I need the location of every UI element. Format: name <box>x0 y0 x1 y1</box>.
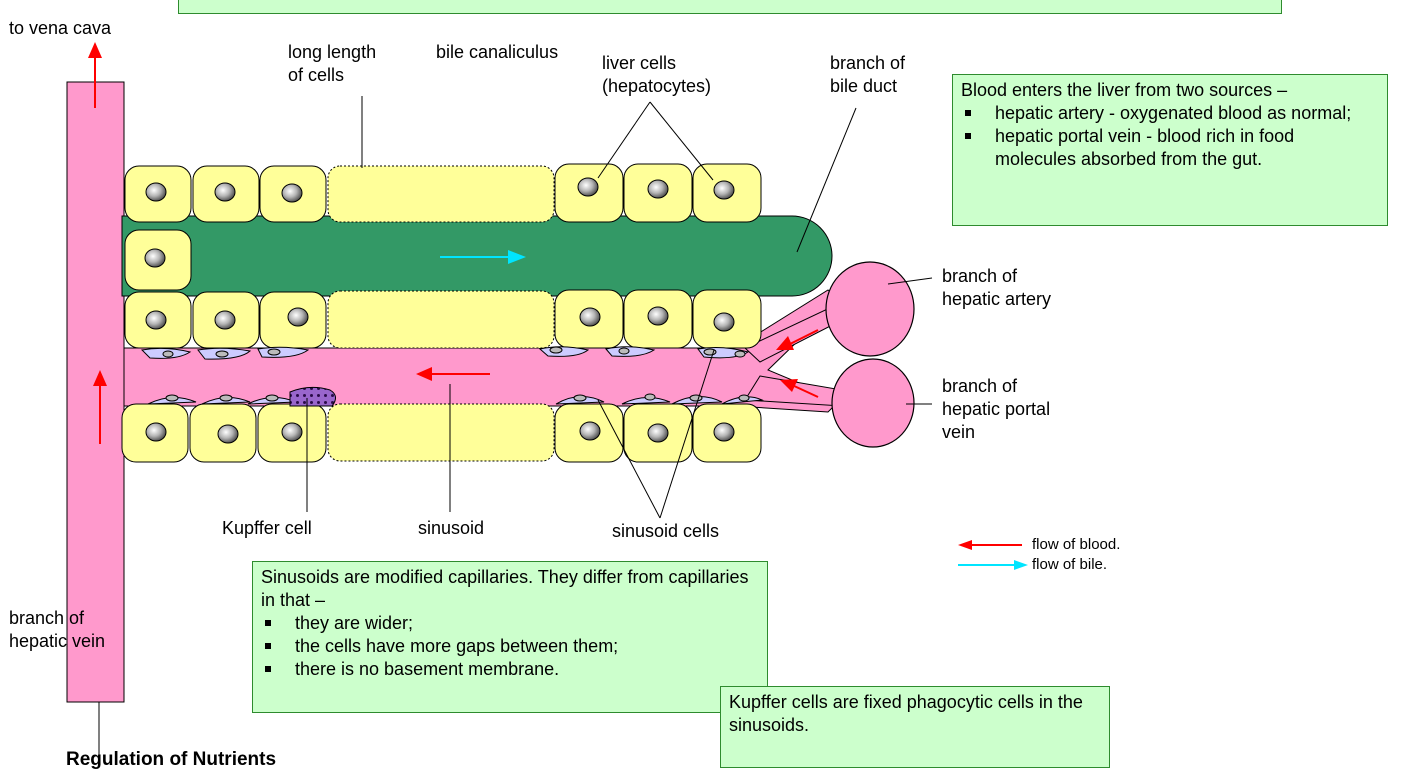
sinusoid-note-list: they are wider; the cells have more gaps… <box>261 612 759 681</box>
label-sinusoid: sinusoid <box>418 517 484 540</box>
label-kupffer-cell: Kupffer cell <box>222 517 312 540</box>
blood-source-item: hepatic portal vein - blood rich in food… <box>961 125 1379 171</box>
legend-bile-arrow <box>958 560 1028 570</box>
sinusoid-note-item: they are wider; <box>261 612 759 635</box>
label-to-vena-cava: to vena cava <box>9 17 111 40</box>
kupffer-cell <box>290 387 336 406</box>
sinusoid-note-intro: Sinusoids are modified capillaries. They… <box>261 566 759 612</box>
legend-bile-label: flow of bile. <box>1032 555 1107 574</box>
blood-sources-intro: Blood enters the liver from two sources … <box>961 79 1379 102</box>
legend-blood-label: flow of blood. <box>1032 535 1120 554</box>
label-sinusoid-cells: sinusoid cells <box>612 520 719 543</box>
label-bile-canaliculus: bile canaliculus <box>436 41 558 64</box>
label-branch-of-hepatic-artery: branch of hepatic artery <box>942 265 1051 311</box>
label-branch-of-hepatic-portal-vein: branch of hepatic portal vein <box>942 375 1050 444</box>
blood-source-item: hepatic artery - oxygenated blood as nor… <box>961 102 1379 125</box>
sinusoid-note-item: the cells have more gaps between them; <box>261 635 759 658</box>
blood-sources-note: Blood enters the liver from two sources … <box>952 74 1388 226</box>
label-branch-of-hepatic-vein: branch of hepatic vein <box>9 607 105 653</box>
blood-sources-list: hepatic artery - oxygenated blood as nor… <box>961 102 1379 171</box>
kupffer-note: Kupffer cells are fixed phagocytic cells… <box>720 686 1110 768</box>
label-liver-cells: liver cells (hepatocytes) <box>602 52 711 98</box>
section-heading: Regulation of Nutrients <box>66 748 276 771</box>
label-long-length-of-cells: long length of cells <box>288 41 376 87</box>
portal-vein-branch <box>832 359 914 447</box>
hepatic-artery-branch <box>826 262 914 356</box>
kupffer-note-text: Kupffer cells are fixed phagocytic cells… <box>729 691 1101 737</box>
sinusoid-note: Sinusoids are modified capillaries. They… <box>252 561 768 713</box>
sinusoid-note-item: there is no basement membrane. <box>261 658 759 681</box>
legend-blood-arrow <box>958 540 1022 550</box>
label-branch-of-bile-duct: branch of bile duct <box>830 52 905 98</box>
